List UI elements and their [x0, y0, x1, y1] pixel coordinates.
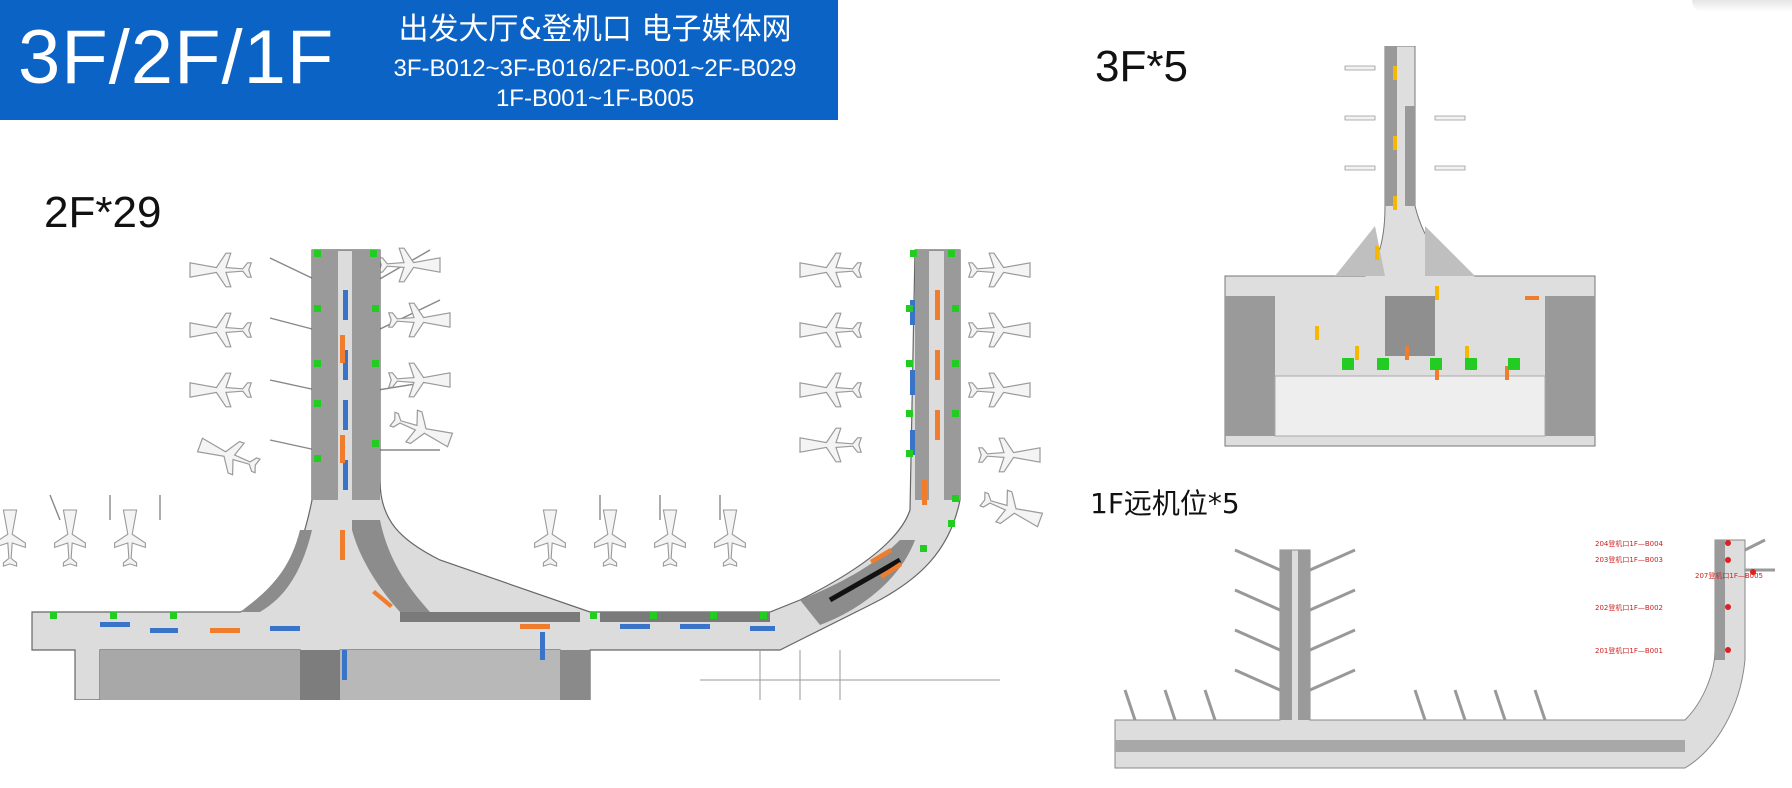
- gate-label-201: 201登机口1F—B001: [1595, 646, 1663, 655]
- floor3-building: [1224, 46, 1596, 447]
- remote-gate-points: [1725, 540, 1756, 653]
- terminal-building: [31, 249, 1000, 700]
- flow-arrows-orange: [210, 290, 940, 633]
- floor1-jetways: [1123, 538, 1775, 721]
- floor2-map: [0, 247, 1047, 700]
- floor2-label: 2F*29: [44, 188, 162, 237]
- flow-arrows-orange-3f: [1405, 296, 1539, 380]
- header-title: 出发大厅&登机口 电子媒体网: [398, 12, 792, 47]
- media-points-3f: [1342, 358, 1520, 370]
- header-code-line-1: 3F-B012~3F-B016/2F-B001~2F-B029: [393, 55, 797, 82]
- gate-label-202: 202登机口1F—B002: [1595, 603, 1663, 612]
- remote-gate-labels: 204登机口1F—B004 203登机口1F—B003 202登机口1F—B00…: [1595, 539, 1763, 655]
- header-text-group: 出发大厅&登机口 电子媒体网 3F-B012~3F-B016/2F-B001~2…: [360, 10, 830, 114]
- media-points-2f: [50, 250, 959, 619]
- floors-title: 3F/2F/1F: [18, 15, 335, 100]
- flow-arrows-yellow: [1315, 66, 1469, 360]
- gate-label-203: 203登机口1F—B003: [1595, 555, 1663, 564]
- aircraft-stands-left: [49, 249, 721, 521]
- corner-shadow: [1692, 0, 1792, 12]
- header-banner: 3F/2F/1F 出发大厅&登机口 电子媒体网 3F-B012~3F-B016/…: [0, 0, 838, 120]
- floor1-label: 1F远机位*5: [1090, 487, 1240, 520]
- flow-arrows-blue: [100, 290, 915, 680]
- header-code-line-2: 1F-B001~1F-B005: [495, 85, 695, 112]
- gate-label-204: 204登机口1F—B004: [1595, 539, 1664, 548]
- floor3-label: 3F*5: [1095, 42, 1188, 91]
- gate-label-207: 207登机口1F—B005: [1695, 571, 1763, 580]
- floor3-map: [1224, 46, 1596, 447]
- floor1-building: [1114, 539, 1746, 769]
- floor1-map: 204登机口1F—B004 203登机口1F—B003 202登机口1F—B00…: [1114, 538, 1775, 769]
